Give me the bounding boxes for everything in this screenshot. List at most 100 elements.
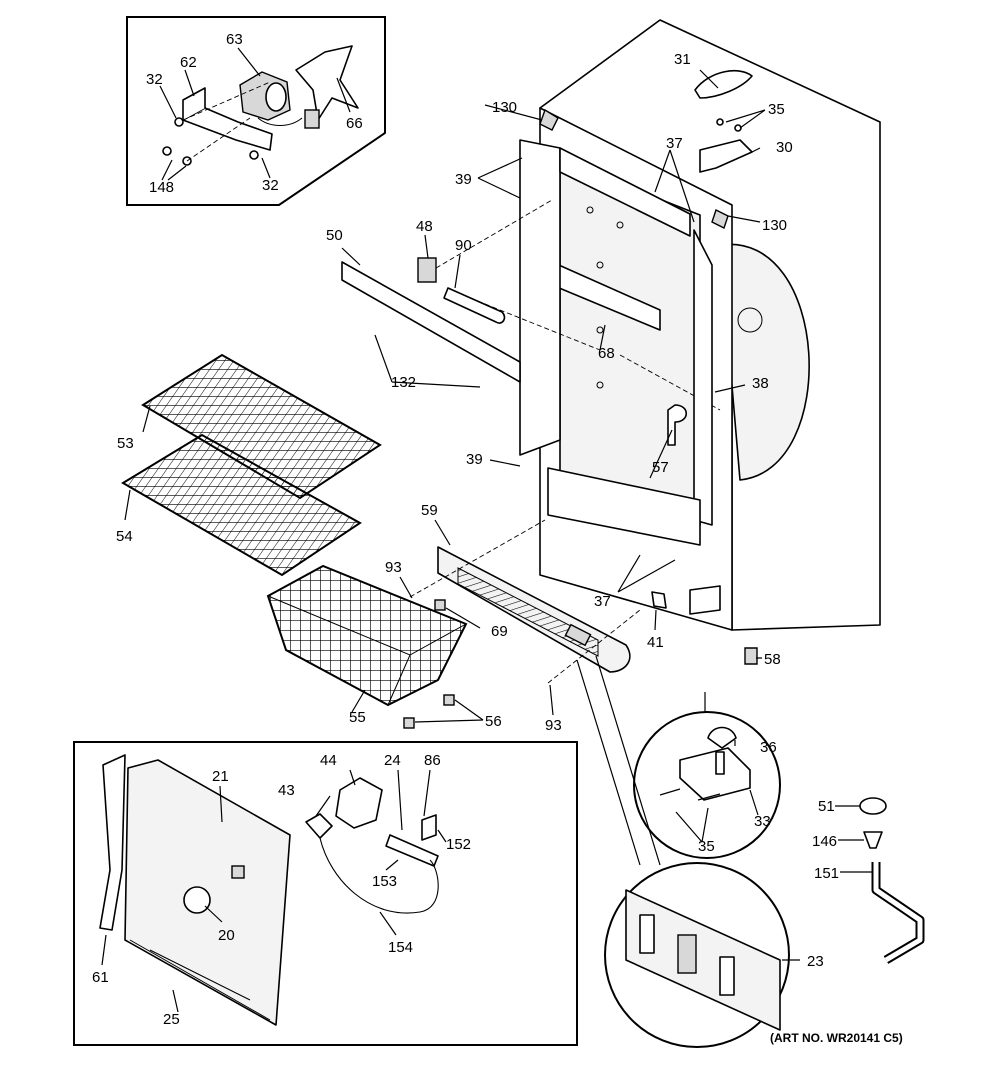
screw-32b	[249, 150, 259, 160]
label-66: 66	[346, 115, 363, 132]
basket-body	[266, 564, 468, 707]
drain-tube-151-inner	[873, 862, 923, 963]
label-41: 41	[647, 634, 664, 651]
hinge-screws-35	[659, 788, 721, 801]
label-61: 61	[92, 969, 109, 986]
duct-knob-20	[183, 886, 211, 914]
screw-32a	[174, 117, 184, 127]
wire-shelves	[121, 353, 382, 577]
label-55: 55	[349, 709, 366, 726]
leveling-leg-58	[744, 647, 758, 665]
label-132: 132	[391, 374, 416, 391]
control-detail-leader-a	[576, 659, 641, 866]
label-68: 68	[598, 345, 615, 362]
thermostat-43	[305, 813, 333, 839]
evaporator-bulge	[719, 243, 810, 481]
basket-55	[266, 564, 468, 729]
label-53: 53	[117, 435, 134, 452]
control-detail	[576, 655, 790, 1048]
label-90: 90	[455, 237, 472, 254]
hinge-detail-circle	[633, 711, 781, 859]
label-23: 23	[807, 953, 824, 970]
label-31: 31	[674, 51, 691, 68]
drain-fitting-146	[863, 831, 883, 849]
label-57: 57	[652, 459, 669, 476]
cabinet	[519, 19, 881, 665]
label-93b: 93	[545, 717, 562, 734]
lamp-socket-48	[417, 257, 437, 283]
label-148: 148	[149, 179, 174, 196]
label-151: 151	[814, 865, 839, 882]
label-69: 69	[491, 623, 508, 640]
liner-hole	[596, 381, 604, 389]
wire-shelf-54	[121, 433, 362, 577]
control-panel	[625, 889, 781, 1031]
label-36: 36	[760, 739, 777, 756]
drain-plug-51	[859, 797, 887, 815]
control-detail-leader-b	[595, 655, 661, 866]
label-62: 62	[180, 54, 197, 71]
liner-hole	[586, 206, 594, 214]
label-37b: 37	[594, 593, 611, 610]
hinge-detail	[633, 692, 781, 859]
label-39a: 39	[455, 171, 472, 188]
inset-fan-leaders	[159, 47, 351, 181]
duct-seal-61	[99, 754, 126, 931]
part-labels: 63 62 32 66 32 148 31 35 130 37 30 39 13…	[92, 31, 903, 1045]
hinge-pin-cap-36	[707, 726, 737, 749]
label-130b: 130	[762, 217, 787, 234]
hinge-pin	[715, 751, 725, 775]
label-37a: 37	[666, 135, 683, 152]
top-hinge-30	[699, 139, 753, 173]
label-20: 20	[218, 927, 235, 944]
label-63: 63	[226, 31, 243, 48]
control-indicator-right	[719, 956, 735, 996]
inset-duct-leaders	[101, 769, 447, 1013]
inset-air-duct	[73, 741, 578, 1046]
breaker-strip-37b	[547, 467, 701, 546]
duct-vent-slot	[129, 939, 271, 1021]
label-35b: 35	[698, 838, 715, 855]
label-33: 33	[754, 813, 771, 830]
basket-clip-56b	[403, 717, 415, 729]
label-59: 59	[421, 502, 438, 519]
kickplate-dash	[409, 519, 641, 684]
label-146: 146	[812, 833, 837, 850]
label-54: 54	[116, 528, 133, 545]
hinge-cover-130b	[711, 209, 729, 229]
nut-148a	[162, 146, 172, 156]
control-detail-circle	[604, 862, 790, 1048]
label-35a: 35	[768, 101, 785, 118]
hinge-bracket-33	[679, 747, 751, 801]
door-liner-39	[519, 139, 561, 456]
breaker-strip-37a	[559, 147, 691, 237]
duct-opening	[231, 865, 245, 879]
label-25: 25	[163, 1011, 180, 1028]
label-43: 43	[278, 782, 295, 799]
thermostat-knob-44	[335, 777, 383, 829]
label-86: 86	[424, 752, 441, 769]
control-window	[564, 623, 592, 647]
label-56: 56	[485, 713, 502, 730]
motor-bracket-flange	[182, 87, 206, 120]
inset-fan-dash	[182, 81, 271, 162]
label-38: 38	[752, 375, 769, 392]
label-58: 58	[764, 651, 781, 668]
control-indicator-left	[639, 914, 655, 954]
light-bulb-90	[443, 287, 506, 324]
label-32a: 32	[146, 71, 163, 88]
basket-edges	[267, 595, 467, 706]
inset-frame	[126, 16, 386, 206]
basket-clip-56a	[443, 694, 455, 706]
label-24: 24	[384, 752, 401, 769]
motor-connector	[304, 109, 320, 129]
label-44: 44	[320, 752, 337, 769]
bottom-hinge	[689, 585, 721, 615]
control-rocker-switch	[677, 934, 697, 974]
liner-hole	[616, 221, 624, 229]
shelf-support-50	[341, 261, 521, 383]
label-50: 50	[326, 227, 343, 244]
spacer-69	[434, 599, 446, 611]
kickplate-grille	[457, 567, 599, 657]
